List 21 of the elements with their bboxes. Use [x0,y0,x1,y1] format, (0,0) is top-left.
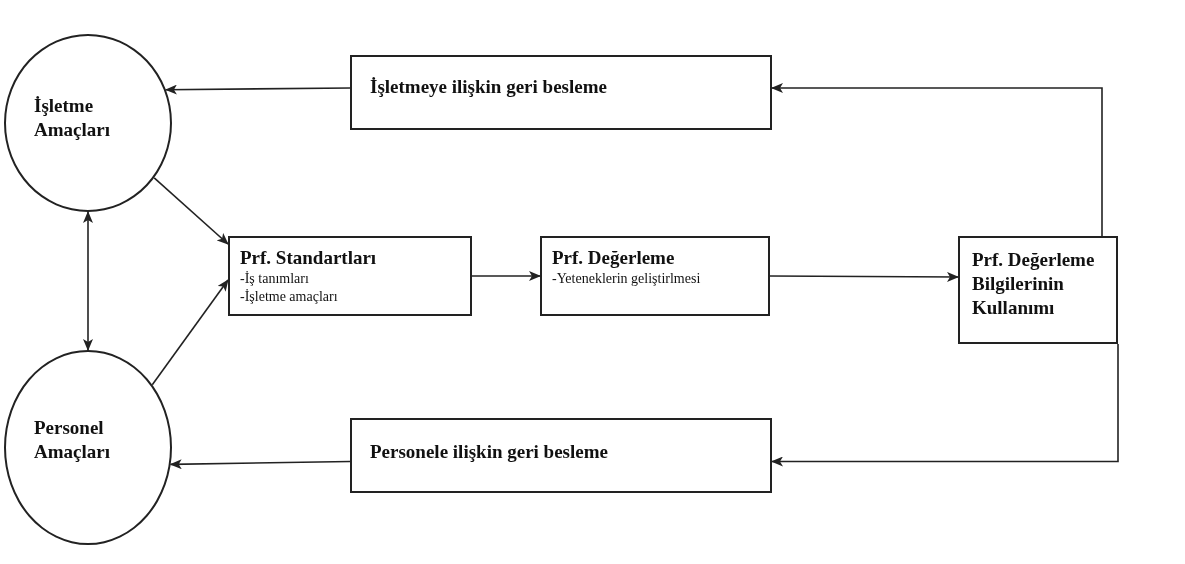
node-heading: Prf. Değerleme [552,246,676,270]
list-item: -İş tanımları [240,269,310,288]
process-box [228,236,472,316]
feedback-box [350,418,772,493]
process-box [958,236,1118,344]
list-item: -Yeteneklerin geliştirlmesi [552,269,702,288]
node-heading: Prf. Değerleme Bilgilerinin Kullanımı [972,248,1096,320]
node-heading: Personel Amaçları [34,416,111,464]
arrow [771,343,1119,467]
node-heading: Prf. Standartları [240,246,378,270]
arrow [153,177,229,245]
arrow [83,211,93,351]
node-heading: İşletme Amaçları [34,94,111,142]
feedback-box [350,55,772,130]
arrow [471,271,541,281]
list-item: -İşletme amaçları [240,287,339,306]
arrow [769,271,959,282]
node-heading: Personele ilişkin geri besleme [370,440,609,464]
node-heading: İşletmeye ilişkin geri besleme [370,75,608,99]
arrow [771,83,1103,237]
process-box [540,236,770,316]
